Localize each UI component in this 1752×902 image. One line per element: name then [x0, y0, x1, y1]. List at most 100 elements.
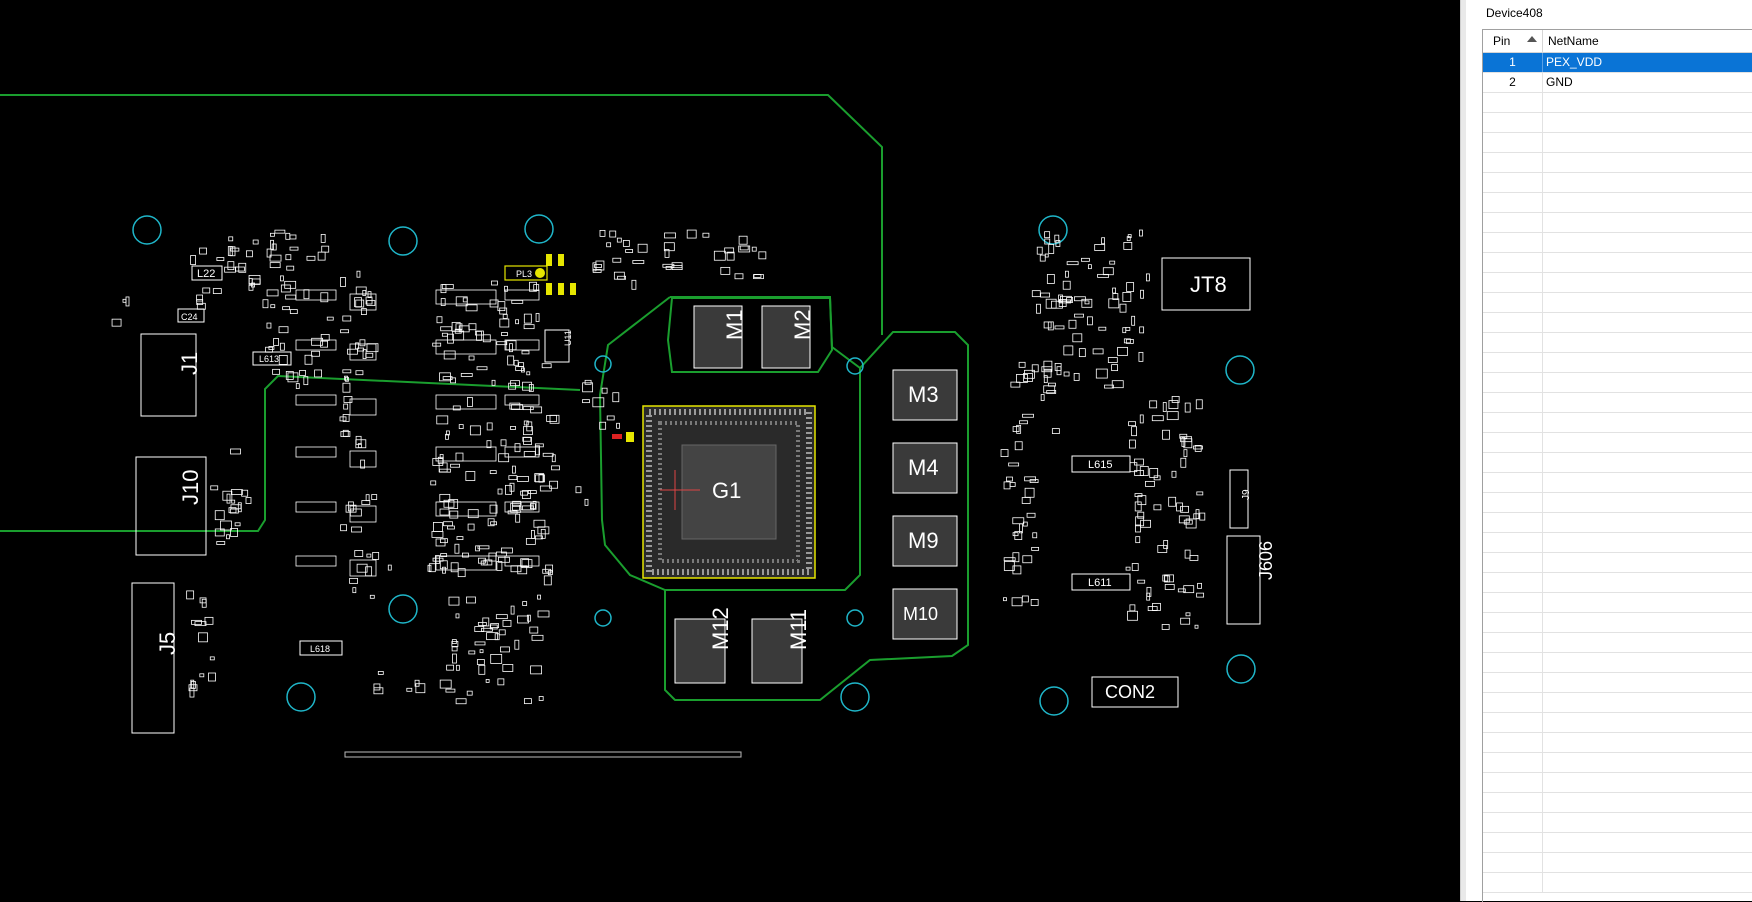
component-j606[interactable] [1226, 535, 1261, 625]
component-m10[interactable] [892, 588, 958, 640]
smd-part [432, 458, 444, 466]
grid-header: Pin NetName [1483, 30, 1752, 53]
smd-part [489, 470, 497, 475]
smd-part [452, 653, 457, 664]
smd-part [289, 234, 297, 240]
empty-cell [1543, 553, 1752, 572]
component-l618[interactable] [299, 640, 343, 656]
component-m1[interactable] [693, 305, 743, 369]
empty-row [1483, 613, 1752, 633]
table-row[interactable]: 1 PEX_VDD [1483, 53, 1752, 73]
smd-part [1094, 244, 1106, 251]
pin-grid[interactable]: Pin NetName 1 PEX_VDD 2 GND [1482, 29, 1752, 902]
pcb-board-view[interactable]: G1 M1 M2 M3 M4 M9 M10 M12 M11 J1 J10 J5 … [0, 0, 1460, 901]
empty-row [1483, 853, 1752, 873]
splitter[interactable] [1460, 0, 1467, 901]
component-m2[interactable] [761, 305, 811, 369]
empty-cell [1543, 453, 1752, 472]
smd-part [295, 383, 300, 389]
smd-part [432, 557, 444, 562]
component-l22[interactable] [191, 265, 223, 281]
vrm-part [504, 501, 540, 513]
column-header-pin-label: Pin [1493, 34, 1511, 48]
smd-part [220, 520, 232, 531]
smd-part [377, 671, 384, 675]
smd-part [1166, 411, 1179, 421]
smd-part [433, 522, 443, 532]
component-l611[interactable] [1071, 573, 1131, 591]
smd-part [1044, 238, 1051, 245]
smd-part [269, 254, 282, 262]
smd-part [1016, 424, 1022, 434]
smd-part [285, 294, 297, 300]
column-header-pin[interactable]: Pin [1483, 30, 1543, 52]
component-u11[interactable] [544, 329, 570, 363]
smd-part [541, 363, 552, 369]
component-c24[interactable] [177, 308, 205, 323]
component-pl3[interactable]: PL3 [504, 254, 576, 295]
component-con2[interactable] [1091, 676, 1179, 708]
smd-part [1051, 428, 1060, 434]
smd-part [1119, 303, 1127, 313]
component-m9[interactable] [892, 515, 958, 567]
smd-part [435, 555, 440, 564]
empty-cell [1543, 393, 1752, 412]
smd-part [511, 404, 523, 410]
component-j5[interactable] [131, 582, 175, 734]
smd-part [1125, 326, 1131, 331]
component-j9[interactable] [1229, 469, 1249, 529]
empty-cell [1543, 513, 1752, 532]
smd-part [270, 304, 276, 309]
smd-part [1195, 399, 1203, 410]
smd-part [439, 679, 452, 689]
component-m12[interactable] [674, 618, 726, 684]
smd-part [462, 552, 469, 558]
smd-part [230, 528, 238, 537]
empty-cell [1543, 793, 1752, 812]
empty-cell [1543, 233, 1752, 252]
smd-part [1031, 546, 1040, 551]
smd-part [616, 422, 620, 429]
smd-part [1137, 579, 1146, 584]
smd-part [1123, 242, 1133, 250]
label-con2: CON2 [1105, 682, 1155, 702]
component-m11[interactable] [751, 618, 803, 684]
component-m4[interactable] [892, 442, 958, 494]
smd-part [451, 646, 458, 652]
smd-part [199, 247, 207, 255]
smd-part [465, 304, 478, 312]
empty-cell [1543, 613, 1752, 632]
component-j10[interactable] [135, 456, 207, 556]
component-j1[interactable] [140, 333, 197, 417]
smd-part [1054, 234, 1060, 243]
smd-part [467, 509, 479, 519]
smd-part [342, 429, 349, 437]
column-header-netname[interactable]: NetName [1543, 30, 1752, 52]
smd-part [348, 501, 354, 512]
smd-part [326, 316, 334, 321]
smd-part [509, 343, 513, 353]
smd-part [467, 523, 475, 531]
empty-cell [1543, 693, 1752, 712]
empty-row [1483, 253, 1752, 273]
component-m3[interactable] [892, 369, 958, 421]
smd-part [266, 248, 272, 258]
component-g1[interactable]: G1 [642, 405, 816, 579]
smd-part [289, 246, 299, 251]
smd-part [454, 543, 460, 554]
smd-part [1036, 303, 1041, 314]
smd-part [229, 246, 236, 257]
smd-part [515, 366, 525, 371]
smd-part [609, 230, 617, 238]
smd-part [520, 490, 529, 496]
smd-part [505, 340, 517, 351]
empty-cell [1483, 253, 1543, 272]
label-m10: M10 [903, 604, 938, 624]
smd-part [201, 598, 207, 608]
table-row[interactable]: 2 GND [1483, 73, 1752, 93]
smd-part [1117, 346, 1128, 356]
smd-part [498, 453, 510, 463]
smd-part [532, 500, 537, 510]
component-jt8[interactable] [1161, 257, 1251, 311]
smd-part [440, 538, 448, 544]
